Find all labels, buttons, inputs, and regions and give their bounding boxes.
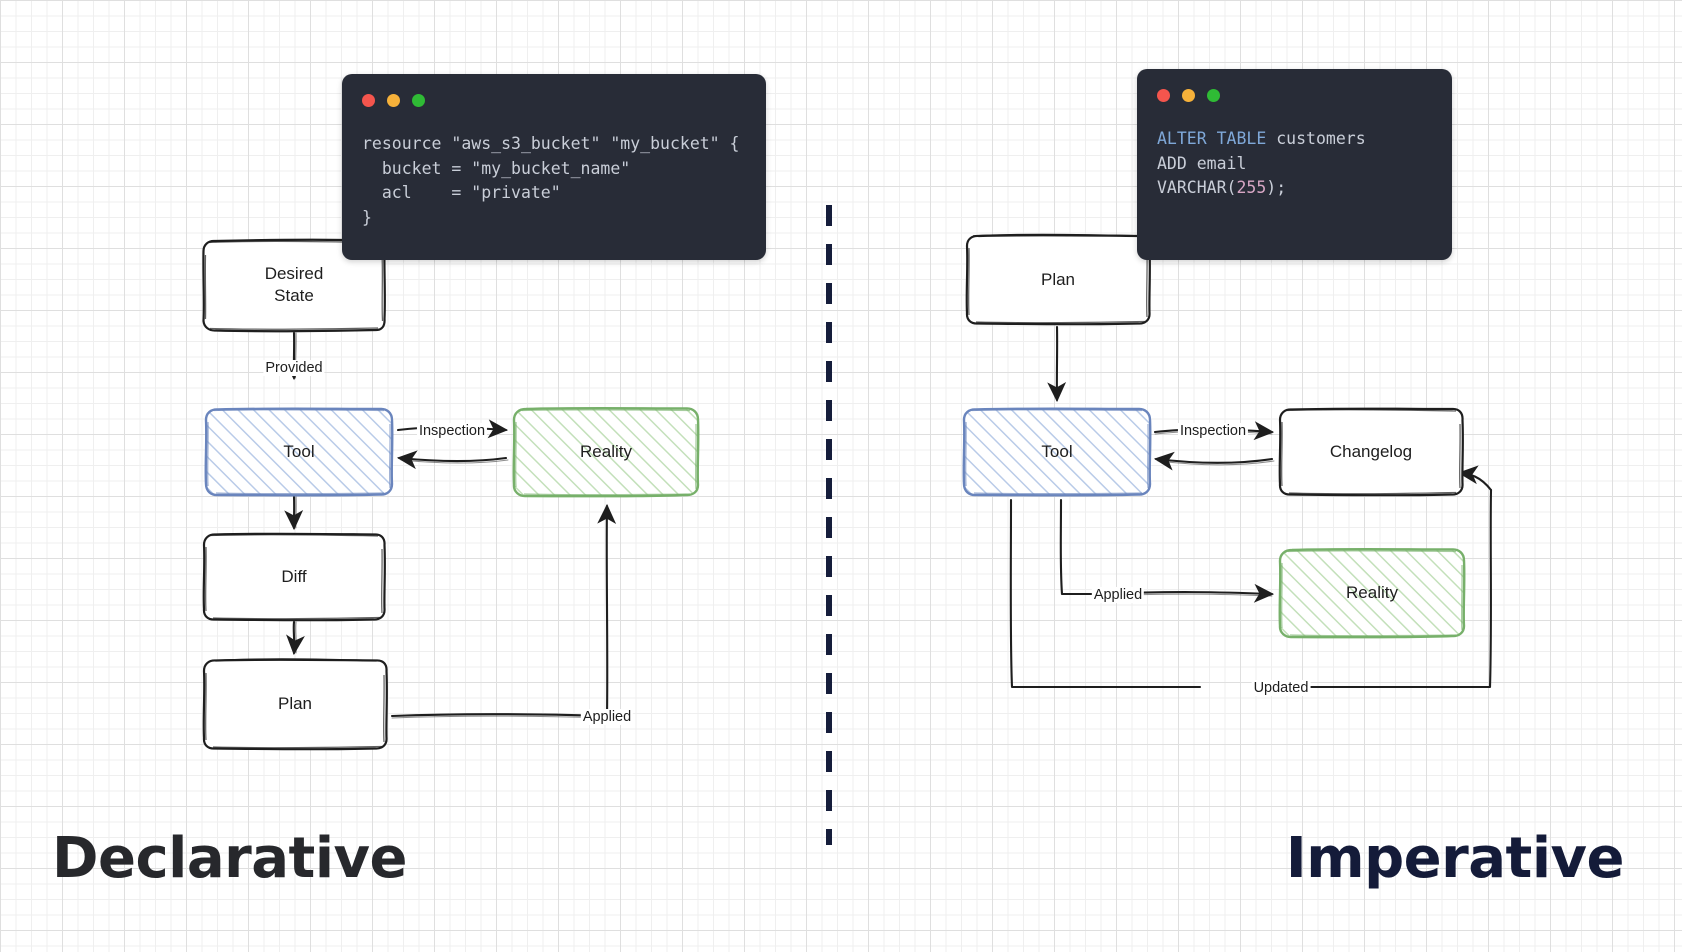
- node-tool-left[interactable]: Tool: [202, 406, 396, 498]
- code-line: }: [362, 207, 372, 227]
- sql-line: ADD email: [1157, 153, 1247, 173]
- maximize-dot-icon[interactable]: [1207, 89, 1220, 102]
- sql-number: 255: [1236, 178, 1267, 197]
- minimize-dot-icon[interactable]: [1182, 89, 1195, 102]
- node-plan-right[interactable]: Plan: [963, 232, 1153, 327]
- close-dot-icon[interactable]: [1157, 89, 1170, 102]
- edge-label-inspection-right: Inspection: [1177, 423, 1249, 439]
- edge-label-provided: Provided: [263, 360, 325, 376]
- node-changelog[interactable]: Changelog: [1276, 406, 1466, 498]
- traffic-lights: [362, 94, 425, 107]
- heading-imperative: Imperative: [1285, 826, 1625, 891]
- node-tool-right[interactable]: Tool: [960, 406, 1154, 498]
- edge-label-applied-right: Applied: [1091, 587, 1145, 603]
- edge-label-applied-left: Applied: [580, 709, 634, 725]
- close-dot-icon[interactable]: [362, 94, 375, 107]
- edge-label-updated: Updated: [1251, 680, 1311, 696]
- code-line: bucket = "my_bucket_name": [362, 158, 631, 178]
- sql-line: );: [1266, 178, 1287, 197]
- edge-label-inspection-left: Inspection: [416, 423, 488, 439]
- node-plan-left[interactable]: Plan: [200, 656, 390, 752]
- node-reality-right[interactable]: Reality: [1276, 546, 1468, 640]
- minimize-dot-icon[interactable]: [387, 94, 400, 107]
- code-content-terraform: resource "aws_s3_bucket" "my_bucket" { b…: [362, 132, 756, 230]
- sql-keyword: ALTER TABLE: [1157, 129, 1277, 148]
- code-line: resource "aws_s3_bucket" "my_bucket" {: [362, 134, 740, 153]
- code-content-sql: ALTER TABLE customers ADD email VARCHAR(…: [1157, 127, 1442, 201]
- code-line: acl = "private": [362, 183, 561, 202]
- maximize-dot-icon[interactable]: [412, 94, 425, 107]
- node-diff[interactable]: Diff: [200, 531, 388, 623]
- vertical-dashed-divider: [826, 205, 832, 845]
- traffic-lights: [1157, 89, 1220, 102]
- code-window-terraform: resource "aws_s3_bucket" "my_bucket" { b…: [342, 74, 766, 260]
- sql-line: VARCHAR(: [1157, 178, 1237, 197]
- heading-declarative: Declarative: [52, 826, 408, 891]
- code-window-sql: ALTER TABLE customers ADD email VARCHAR(…: [1137, 69, 1452, 260]
- node-reality-left[interactable]: Reality: [510, 405, 702, 499]
- sql-identifier: customers: [1276, 129, 1366, 148]
